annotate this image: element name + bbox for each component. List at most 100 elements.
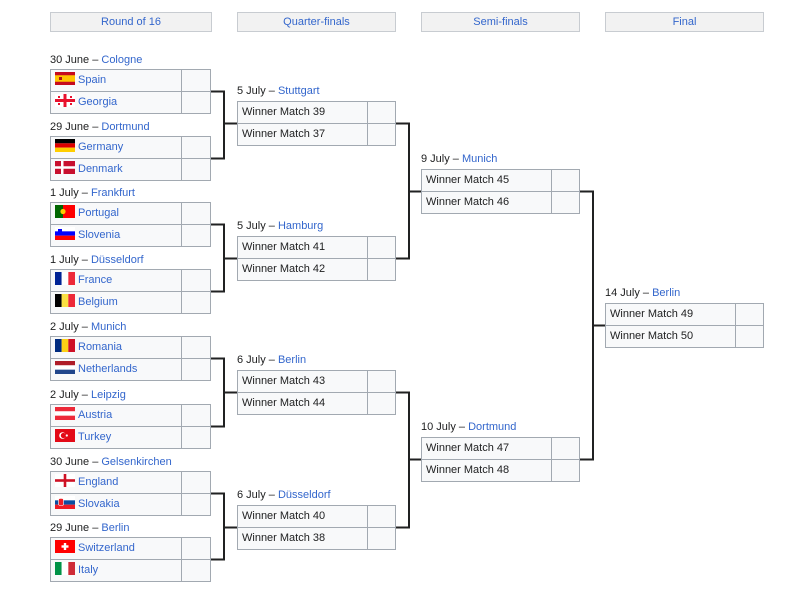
bracket-connector — [211, 492, 225, 561]
venue-link[interactable]: Cologne — [101, 54, 143, 66]
match-date: 9 July – — [421, 153, 462, 165]
match-date-venue: 6 July – Berlin — [237, 353, 306, 367]
team-link[interactable]: Slovenia — [78, 229, 121, 241]
venue-link[interactable]: Berlin — [652, 287, 681, 299]
placeholder-team: Winner Match 42 — [242, 263, 326, 275]
score-cell — [181, 358, 211, 381]
slovakia-flag-icon — [55, 496, 75, 509]
team-link[interactable]: Switzerland — [78, 542, 135, 554]
match-date-venue: 10 July – Dortmund — [421, 420, 516, 434]
match-date: 2 July – — [50, 389, 91, 401]
team-name-cell: Winner Match 50 — [605, 325, 736, 348]
team-row: Winner Match 48 — [421, 459, 580, 482]
venue-link[interactable]: Düsseldorf — [277, 489, 331, 501]
bracket-connector — [580, 190, 594, 461]
venue-link[interactable]: Hamburg — [277, 220, 324, 232]
team-link[interactable]: Italy — [78, 564, 99, 576]
match-date-venue: 1 July – Düsseldorf — [50, 253, 144, 267]
venue-link[interactable]: Dortmund — [468, 421, 517, 433]
round-header-semifinals: Semi-finals — [421, 12, 580, 32]
team-name-cell: Georgia — [50, 91, 182, 114]
match-date: 6 July – — [237, 354, 278, 366]
match-date-venue: 30 June – Gelsenkirchen — [50, 455, 172, 469]
score-cell — [181, 426, 211, 449]
placeholder-team: Winner Match 40 — [242, 510, 326, 522]
round-header-quarterfinals: Quarter-finals — [237, 12, 396, 32]
match-date: 30 June – — [50, 456, 102, 468]
team-link[interactable]: Austria — [78, 409, 113, 421]
bracket-connector — [396, 391, 410, 529]
match-date: 29 June – — [50, 522, 102, 534]
venue-link[interactable]: Berlin — [277, 354, 307, 366]
team-name-cell: Turkey — [50, 426, 182, 449]
team-row: Austria — [50, 404, 211, 427]
team-row: Winner Match 37 — [237, 123, 396, 146]
venue-link[interactable]: Dortmund — [101, 121, 150, 133]
team-name-cell: Italy — [50, 559, 182, 582]
team-row: Belgium — [50, 291, 211, 314]
team-row: Winner Match 42 — [237, 258, 396, 281]
venue-link[interactable]: Munich — [90, 321, 127, 333]
round-header-r16: Round of 16 — [50, 12, 212, 32]
team-name-cell: Winner Match 40 — [237, 505, 368, 528]
romania-flag-icon — [55, 339, 75, 352]
team-link[interactable]: Netherlands — [78, 363, 138, 375]
placeholder-team: Winner Match 37 — [242, 128, 326, 140]
match-date-venue: 29 June – Dortmund — [50, 120, 150, 134]
placeholder-team: Winner Match 47 — [426, 442, 510, 454]
team-name-cell: England — [50, 471, 182, 494]
austria-flag-icon — [55, 407, 75, 420]
score-cell — [551, 459, 580, 482]
france-flag-icon — [55, 272, 75, 285]
team-link[interactable]: Spain — [78, 74, 107, 86]
venue-link[interactable]: Munich — [461, 153, 498, 165]
team-link[interactable]: Georgia — [78, 96, 118, 108]
venue-link[interactable]: Leipzig — [90, 389, 126, 401]
score-cell — [181, 224, 211, 247]
team-link[interactable]: Denmark — [78, 163, 123, 175]
match-date: 14 July – — [605, 287, 653, 299]
team-row: Italy — [50, 559, 211, 582]
germany-flag-icon — [55, 139, 75, 152]
score-cell — [367, 123, 396, 146]
match-date-venue: 2 July – Munich — [50, 320, 126, 334]
switzerland-flag-icon — [55, 540, 75, 553]
team-link[interactable]: Germany — [78, 141, 124, 153]
team-link[interactable]: Romania — [78, 341, 123, 353]
team-row: Georgia — [50, 91, 211, 114]
team-row: Winner Match 46 — [421, 191, 580, 214]
venue-link[interactable]: Düsseldorf — [90, 254, 144, 266]
team-name-cell: Romania — [50, 336, 182, 359]
netherlands-flag-icon — [55, 361, 75, 374]
placeholder-team: Winner Match 41 — [242, 241, 326, 253]
team-link[interactable]: Turkey — [78, 431, 112, 443]
score-cell — [551, 191, 580, 214]
venue-link[interactable]: Frankfurt — [90, 187, 135, 199]
match-date-venue: 2 July – Leipzig — [50, 388, 126, 402]
team-row: Germany — [50, 136, 211, 159]
team-name-cell: Winner Match 42 — [237, 258, 368, 281]
venue-link[interactable]: Stuttgart — [277, 85, 320, 97]
turkey-flag-icon — [55, 429, 75, 442]
team-link[interactable]: England — [78, 476, 119, 488]
team-row: Romania — [50, 336, 211, 359]
team-link[interactable]: France — [78, 274, 113, 286]
placeholder-team: Winner Match 43 — [242, 375, 326, 387]
venue-link[interactable]: Berlin — [101, 522, 130, 534]
team-link[interactable]: Slovakia — [78, 498, 120, 510]
venue-link[interactable]: Gelsenkirchen — [101, 456, 172, 468]
score-cell — [735, 325, 764, 348]
score-cell — [181, 158, 211, 181]
team-row: Winner Match 50 — [605, 325, 764, 348]
team-row: Winner Match 39 — [237, 101, 396, 124]
placeholder-team: Winner Match 39 — [242, 106, 326, 118]
team-name-cell: Winner Match 48 — [421, 459, 552, 482]
team-link[interactable]: Portugal — [78, 207, 119, 219]
match-date: 30 June – — [50, 54, 102, 66]
team-link[interactable]: Belgium — [78, 296, 118, 308]
georgia-flag-icon — [55, 94, 75, 107]
italy-flag-icon — [55, 562, 75, 575]
team-row: Turkey — [50, 426, 211, 449]
team-name-cell: Slovenia — [50, 224, 182, 247]
